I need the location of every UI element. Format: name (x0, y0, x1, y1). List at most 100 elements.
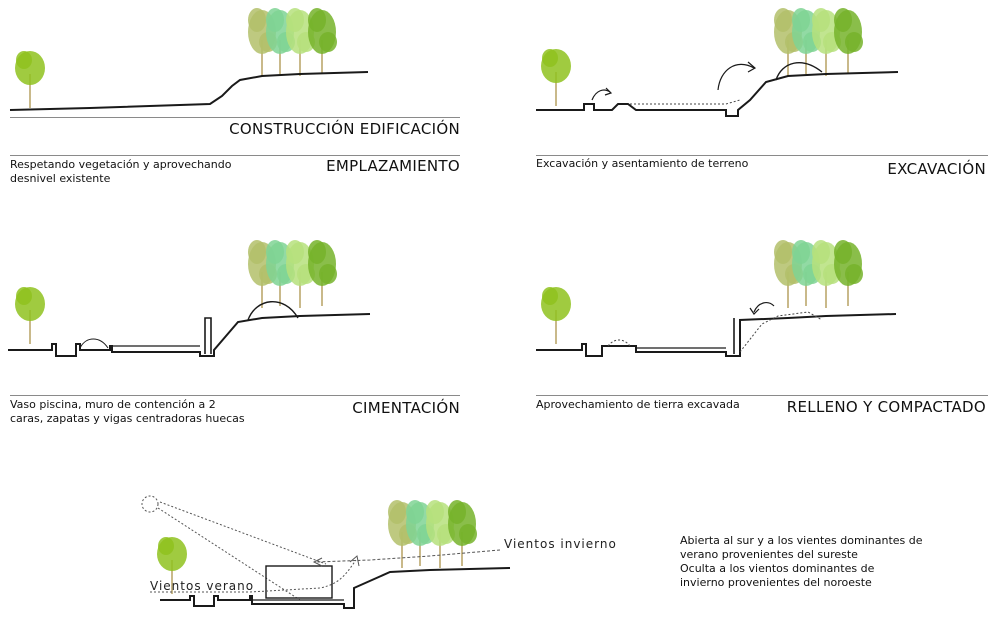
winter-wind-arrow (312, 557, 323, 567)
arrow-left-head (604, 87, 613, 96)
stage-rule (10, 395, 460, 396)
arrow-fill (753, 302, 775, 313)
stage-rule (10, 155, 460, 156)
winter-wind-label: Vientos invierno (504, 537, 617, 551)
description-line: Aprovechamiento de tierra excavada (536, 398, 740, 411)
terrain-line (536, 313, 897, 357)
tree-canopy (308, 8, 326, 32)
tree-canopy (812, 240, 830, 264)
climate-notes: Abierta al sur y a los vientes dominante… (680, 534, 923, 590)
tree-canopy (774, 8, 792, 32)
stage-description: Excavación y asentamiento de terreno (536, 157, 748, 171)
tree-canopy (308, 240, 326, 264)
description-line: caras, zapatas y vigas centradoras hueca… (10, 412, 245, 425)
sun-icon (141, 495, 159, 513)
terrain-line (9, 71, 369, 111)
section-drawing-excavacion (536, 8, 899, 117)
stage-title: EXCAVACIÓN (887, 160, 986, 178)
tree-canopy (248, 240, 266, 264)
panel-cimentacion: CIMENTACIÓN Vaso piscina, muro de conten… (0, 232, 480, 432)
stage-description: Vaso piscina, muro de contención a 2 car… (10, 398, 245, 426)
header-title: CONSTRUCCIÓN EDIFICACIÓN (229, 120, 460, 138)
description-line: Respetando vegetación y aprovechando (10, 158, 232, 171)
tree-canopy (319, 32, 337, 52)
tree-canopy (286, 8, 304, 32)
note-line: Oculta a los vientos dominantes de (680, 562, 875, 575)
stage-rule (536, 395, 988, 396)
tree-canopy (158, 537, 174, 555)
tree-canopy (388, 500, 406, 524)
arrow-right (717, 63, 755, 91)
terrain-line (8, 313, 371, 357)
section-drawing-emplazamiento (9, 8, 369, 111)
stage-description: Respetando vegetación y aprovechando des… (10, 158, 231, 186)
section-drawing-climate: Vientos verano Vientos invierno (141, 495, 617, 609)
tree-canopy (16, 287, 32, 305)
tree-single (15, 51, 45, 108)
terrain-line (536, 71, 899, 117)
terrain-line (160, 567, 511, 609)
tree-canopy (845, 264, 863, 284)
spoil-mound (79, 338, 109, 349)
arrow-left (591, 89, 611, 101)
section-drawing-cimentacion (8, 240, 371, 357)
note-line: invierno provenientes del noroeste (680, 576, 872, 589)
tree-canopy (266, 8, 284, 32)
fill-dotted-mound (607, 339, 631, 347)
description-line: desnivel existente (10, 172, 111, 185)
tree-canopy (448, 500, 466, 524)
stage-title: CIMENTACIÓN (352, 399, 460, 417)
tree-canopy (834, 240, 852, 264)
tree-cluster (774, 240, 863, 308)
tree-canopy (406, 500, 424, 524)
tree-single (541, 49, 571, 106)
tree-single (541, 287, 571, 344)
fill-dotted-slope (739, 311, 823, 353)
section-drawing-relleno (536, 240, 897, 357)
tree-cluster (388, 500, 477, 568)
note-line: verano provenientes del sureste (680, 548, 858, 561)
tree-canopy (286, 240, 304, 264)
tree-canopy (812, 8, 830, 32)
winter-wind-path (315, 549, 501, 563)
tree-cluster (248, 240, 337, 308)
sun-ray-winter (159, 501, 327, 565)
earth-dotted-line (630, 99, 741, 105)
header-rule (10, 117, 460, 118)
tree-canopy (834, 8, 852, 32)
tree-canopy (542, 287, 558, 305)
summer-wind-label: Vientos verano (150, 579, 254, 593)
tree-single (15, 287, 45, 344)
tree-canopy (845, 32, 863, 52)
tree-canopy (248, 8, 266, 32)
tree-canopy (774, 240, 792, 264)
summer-wind-path (150, 559, 357, 593)
arrow-fill-head (749, 307, 760, 315)
tree-cluster (248, 8, 337, 76)
tree-canopy (16, 51, 32, 69)
tree-single (157, 537, 187, 594)
note-line: Abierta al sur y a los vientes dominante… (680, 534, 923, 547)
excavated-mound (247, 301, 299, 321)
description-line: Vaso piscina, muro de contención a 2 (10, 398, 216, 411)
stage-rule (536, 155, 988, 156)
retaining-wall (204, 317, 212, 354)
panel-emplazamiento: CONSTRUCCIÓN EDIFICACIÓN EMPLAZAMIENTO R… (0, 0, 480, 200)
stage-title: EMPLAZAMIENTO (326, 157, 460, 175)
tree-canopy (319, 264, 337, 284)
panel-excavacion: EXCAVACIÓN Excavación y asentamiento de … (526, 0, 1000, 200)
summer-wind-arrow (349, 555, 360, 567)
panel-climate: Vientos verano Vientos invierno (130, 478, 630, 629)
tree-canopy (426, 500, 444, 524)
building-volume (265, 565, 333, 599)
tree-cluster (774, 8, 863, 76)
stage-description: Aprovechamiento de tierra excavada (536, 398, 740, 412)
tree-canopy (792, 240, 810, 264)
tree-canopy (459, 524, 477, 544)
tree-canopy (542, 49, 558, 67)
stage-title: RELLENO Y COMPACTADO (786, 398, 986, 416)
sun-ray-summer (157, 507, 301, 601)
excavated-mound (775, 62, 823, 81)
description-line: Excavación y asentamiento de terreno (536, 157, 749, 170)
arrow-right-head (747, 61, 757, 73)
